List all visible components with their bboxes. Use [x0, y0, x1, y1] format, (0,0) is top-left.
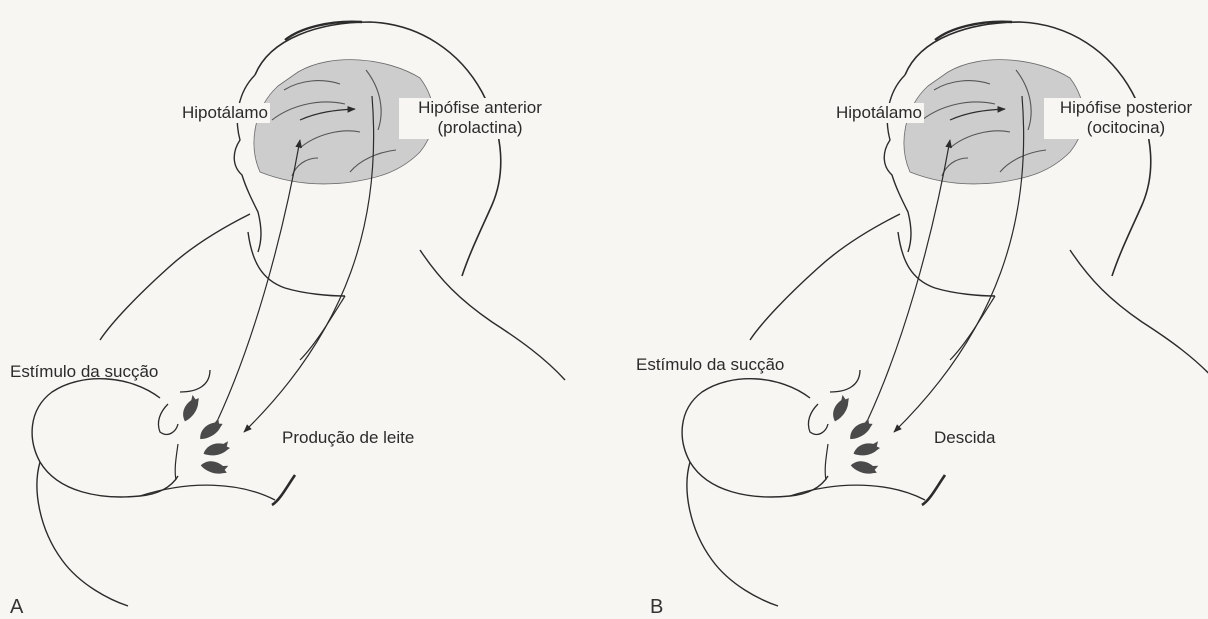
- panel-b-gland-line2: (ocitocina): [1046, 118, 1206, 138]
- panel-b-gland-line1: Hipófise posterior: [1046, 98, 1206, 118]
- panel-b-response-label: Descida: [934, 428, 995, 448]
- panel-a-stimulus-label: Estímulo da sucção: [10, 362, 158, 382]
- panel-a-gland-label: Hipófise anterior (prolactina): [399, 98, 561, 139]
- panel-a-gland-line1: Hipófise anterior: [401, 98, 559, 118]
- panel-a-gland-line2: (prolactina): [401, 118, 559, 138]
- panel-b-gland-label: Hipófise posterior (ocitocina): [1044, 98, 1208, 139]
- panel-b-stimulus-label: Estímulo da sucção: [636, 355, 784, 375]
- panel-a-hypothalamus-label: Hipotálamo: [180, 103, 270, 123]
- panel-b-hypothalamus-label: Hipotálamo: [834, 103, 924, 123]
- panel-a-response-label: Produção de leite: [282, 428, 414, 448]
